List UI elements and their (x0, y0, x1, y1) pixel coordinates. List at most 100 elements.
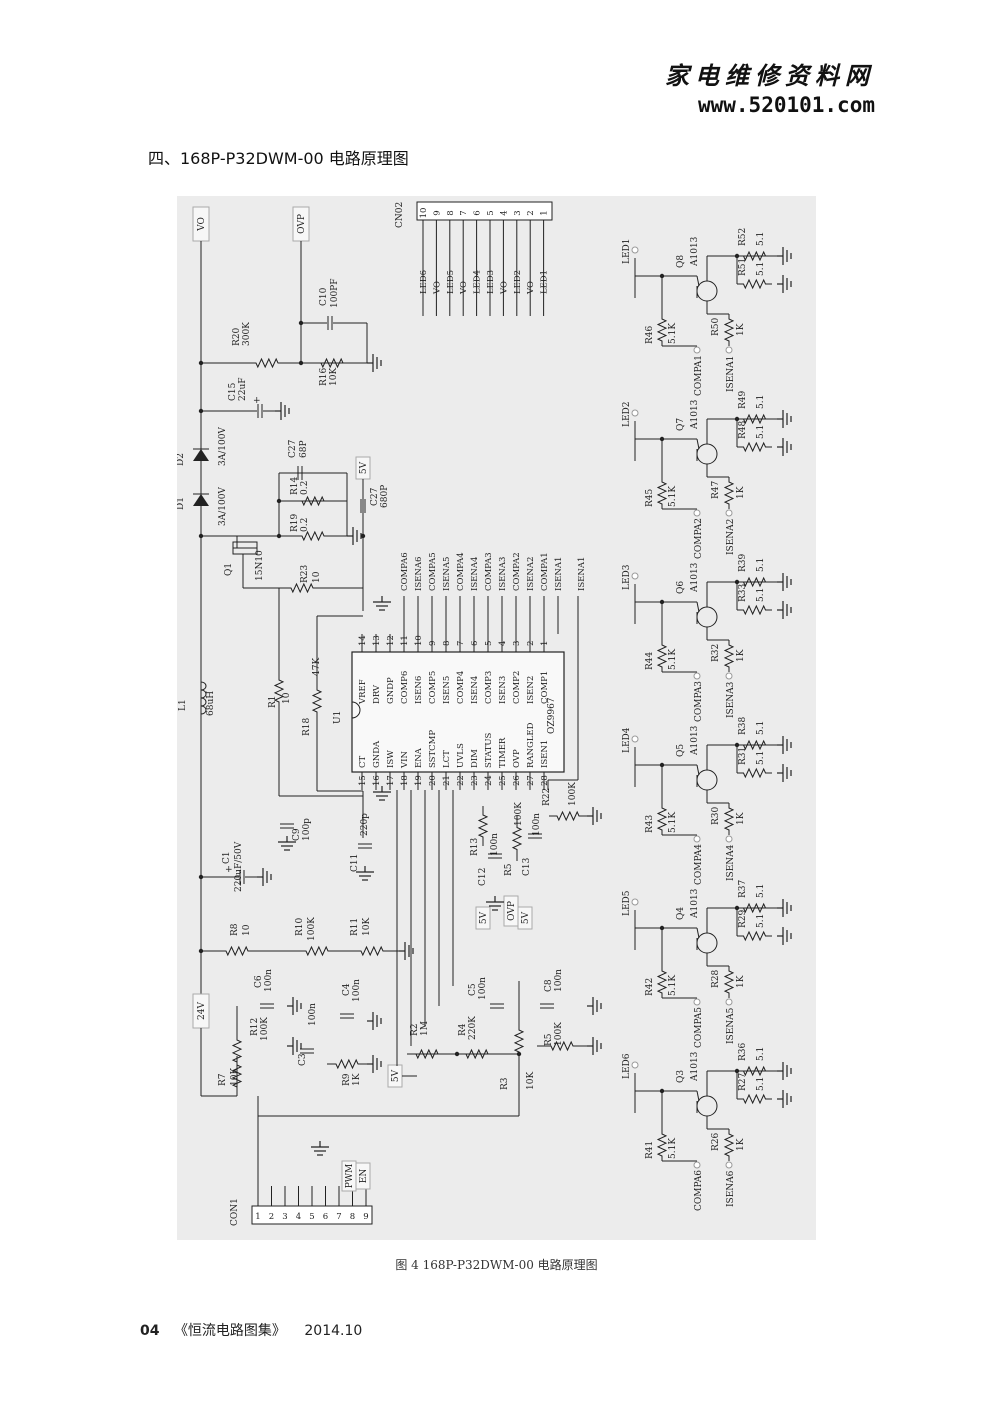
ground-symbol (777, 275, 792, 293)
component-label: Q4 (676, 907, 686, 920)
watermark-site-name: 家电维修资料网 (665, 61, 875, 90)
component-label: ISW (386, 750, 396, 768)
ic-pin-number: 4 (498, 641, 508, 646)
component-label: R45 (645, 488, 655, 507)
resistor (656, 640, 668, 672)
component-label: VIN (400, 751, 410, 769)
component-label: R28 (711, 969, 721, 988)
component-label: R19 (290, 513, 300, 532)
connector-pin: 6 (473, 210, 483, 215)
ic-pin-number: 15 (358, 775, 368, 786)
resistor (477, 806, 489, 846)
component-label: R3 (500, 1077, 510, 1090)
ground-symbol (777, 573, 792, 591)
component-label: R22 (542, 788, 552, 806)
ic-pin-number: 2 (526, 641, 536, 646)
ground-symbol (777, 764, 792, 782)
resistor-body (237, 357, 297, 369)
component-label: 100PF (330, 279, 340, 308)
component-label: C1 (222, 851, 232, 864)
component-label: Q5 (676, 744, 686, 757)
resistor (656, 803, 668, 835)
ground-symbol (777, 438, 792, 456)
net-label-text: VO (197, 217, 207, 232)
inductor-coil (200, 681, 207, 691)
ic-net-label: ISENA3 (498, 557, 508, 591)
junction-dot (198, 533, 204, 539)
resistor-body (723, 477, 735, 509)
ic-pin-number: 7 (456, 641, 466, 646)
junction-dot (198, 408, 204, 414)
component-label: ISEN4 (470, 676, 480, 704)
ic-net-label: ISENA2 (526, 557, 536, 591)
component-label: 5.1K (668, 975, 678, 996)
pnp-transistor (696, 932, 718, 954)
resistor-body (272, 582, 332, 594)
resistor-body (327, 1058, 367, 1070)
junction-dot (298, 320, 304, 326)
junction-dot (360, 533, 366, 539)
resistor-body (231, 1056, 243, 1096)
component-label: 0.2 (300, 481, 310, 495)
connector-net-label: LED4 (473, 270, 483, 294)
resistor-body (656, 803, 668, 835)
connector-net-label: VO (459, 281, 469, 295)
ic-net-label: ISENA1 (577, 557, 587, 591)
comp-net-label: COMPA5 (694, 1007, 704, 1048)
ground-symbol (486, 896, 504, 911)
component-label: R41 (645, 1141, 655, 1159)
component-label: C9 (292, 828, 302, 841)
net-terminal (725, 998, 733, 1006)
ic-pin-number: 3 (512, 641, 522, 646)
component-label: R26 (711, 1132, 721, 1151)
component-label: A1013 (690, 236, 700, 267)
component-label: R7 (218, 1073, 228, 1086)
resistor-body (723, 314, 735, 346)
connector-pin: 4 (499, 210, 509, 215)
component-label: R30 (711, 806, 721, 825)
net-label-tag: PWM (341, 1160, 357, 1192)
ic-pin-number: 26 (512, 775, 522, 786)
isen-net-label: ISENA6 (726, 1170, 736, 1207)
mosfet-q1 (232, 541, 258, 555)
component-label: R16 (319, 367, 329, 386)
ic-pin-number: 13 (372, 635, 382, 646)
component-label: R50 (711, 317, 721, 336)
net-label-text: 5V (479, 911, 489, 924)
capacitor (239, 870, 245, 884)
component-label: R37 (738, 879, 748, 898)
ground-symbol (278, 836, 296, 851)
component-label: R42 (645, 978, 655, 996)
resistor (737, 413, 772, 425)
resistor-body (297, 945, 337, 957)
resistor-body (477, 806, 489, 846)
resistor (537, 1040, 587, 1052)
resistor (231, 1056, 243, 1096)
diode-body (193, 449, 209, 461)
component-label: R36 (738, 1042, 748, 1061)
ic-pin-number: 12 (386, 635, 396, 646)
connector-pin: 1 (255, 1212, 260, 1222)
ic-net-label: ISENA5 (442, 557, 452, 591)
component-label: Q7 (676, 418, 686, 431)
capacitor (490, 1003, 504, 1009)
component-label: A1013 (690, 888, 700, 919)
ground-symbol (777, 247, 792, 265)
component-label: R23 (300, 564, 310, 583)
component-label: U1 (333, 711, 343, 724)
resistor (311, 666, 323, 736)
capacitor (327, 316, 333, 330)
resistor (737, 441, 772, 453)
component-label: 100n (554, 969, 564, 992)
connector-body (416, 201, 553, 221)
footer-date: 2014.10 (304, 1323, 363, 1339)
component-label: DIM (470, 749, 480, 768)
net-label-box (475, 906, 491, 930)
component-label: DRV (372, 684, 382, 704)
component-label: COMP3 (484, 671, 494, 704)
resistor (737, 278, 772, 290)
ic-net-label: COMPA1 (540, 552, 550, 591)
isen-net-label: ISENA1 (726, 356, 736, 392)
component-label: Q3 (676, 1070, 686, 1083)
